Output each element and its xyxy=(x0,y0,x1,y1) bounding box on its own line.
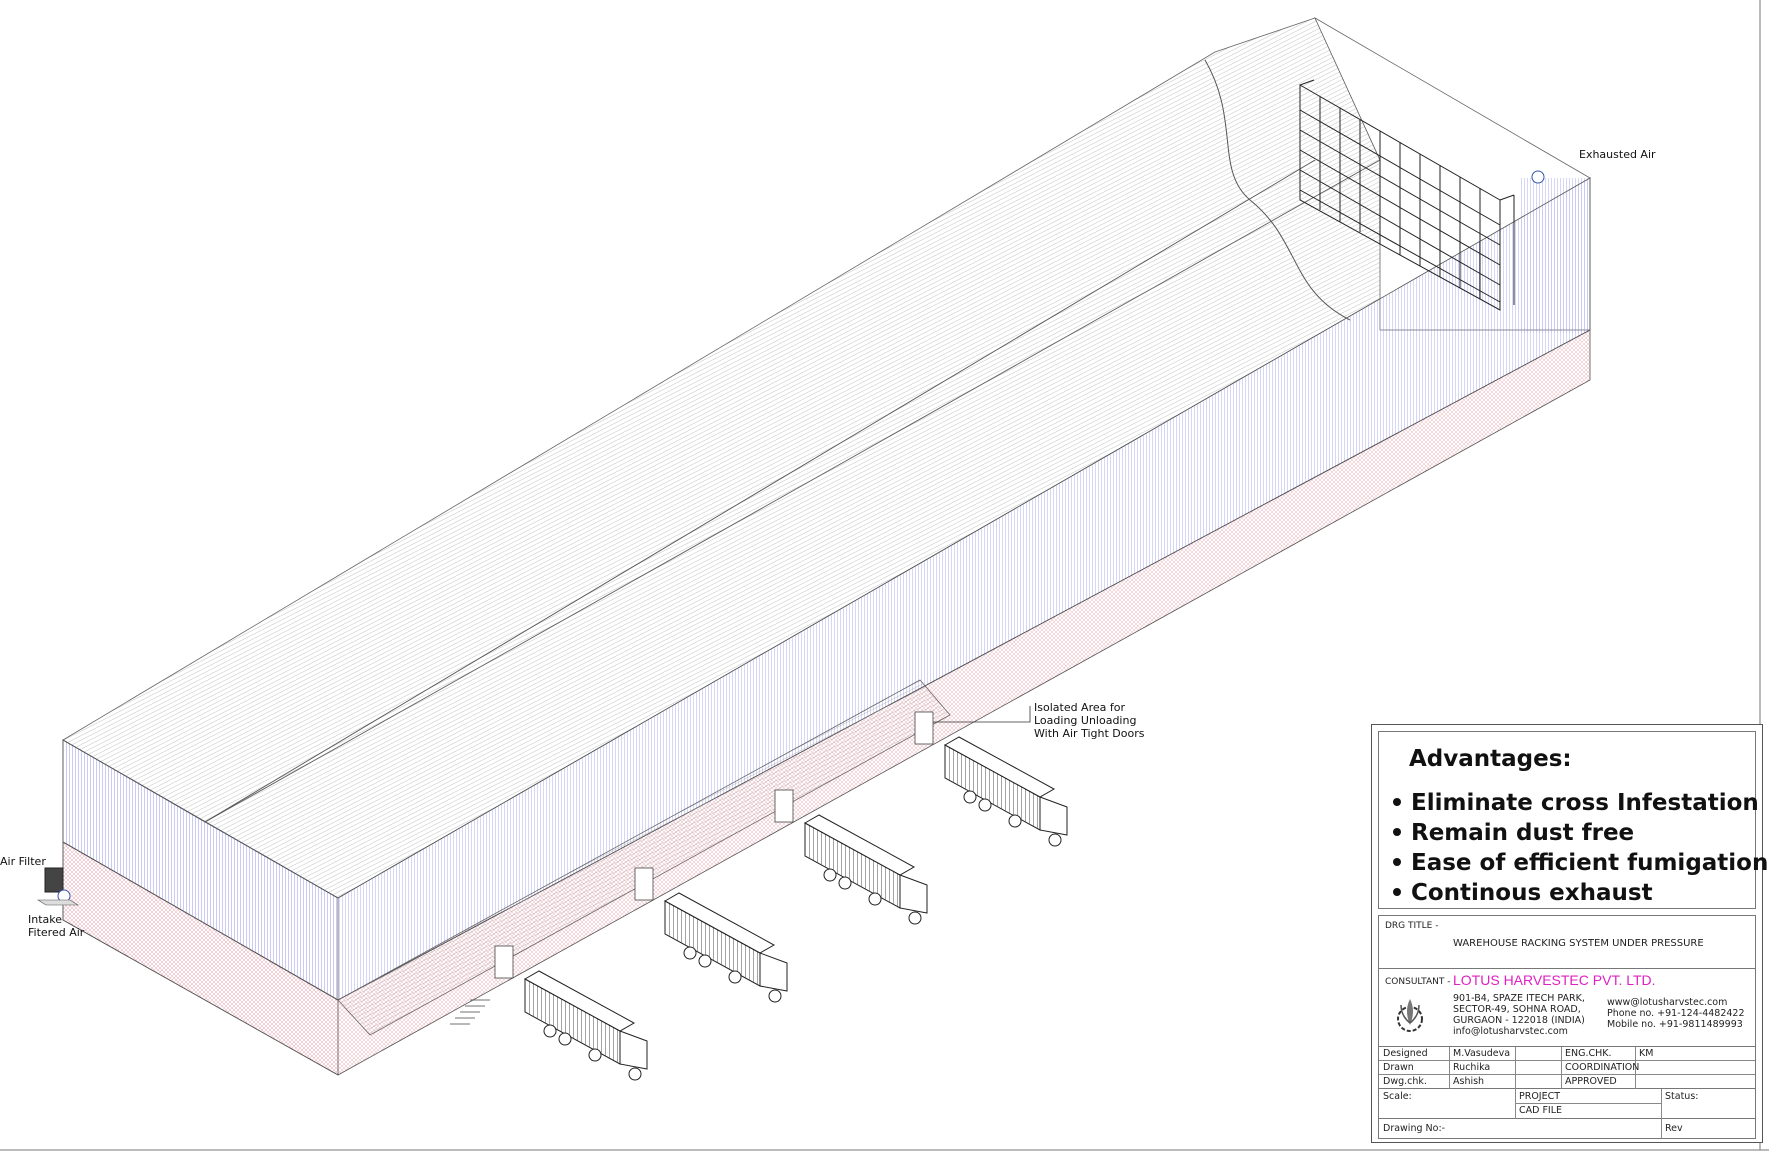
isolated-area-label-2: Loading Unloading xyxy=(1034,714,1137,727)
intake-label: Intake xyxy=(28,913,63,926)
truck xyxy=(523,970,648,1081)
exhausted-air-label: Exhausted Air xyxy=(1579,148,1656,161)
trucks xyxy=(523,736,1068,1081)
bullet-icon xyxy=(1393,827,1401,836)
bullet-icon xyxy=(1393,797,1401,806)
title-block: Advantages: Eliminate cross Infestation … xyxy=(1371,724,1768,1143)
truck xyxy=(803,814,928,925)
advantages-title: Advantages: xyxy=(1409,746,1572,772)
air-filter-label: Air Filter xyxy=(0,855,46,868)
drawing-number-row: Drawing No:- Rev xyxy=(1378,1119,1756,1139)
company-logo-icon xyxy=(1397,999,1423,1032)
bullet-icon xyxy=(1393,857,1401,866)
filtered-air-label: Fitered Air xyxy=(28,926,85,939)
cutaway-edge xyxy=(1204,59,1351,321)
advantage-item: Eliminate cross Infestation xyxy=(1393,788,1768,818)
company-name: LOTUS HARVESTEC PVT. LTD. xyxy=(1453,972,1656,988)
stairs xyxy=(450,999,490,1025)
advantage-item: Ease of efficient fumigation xyxy=(1393,848,1768,878)
exhaust-fan-icon xyxy=(1531,170,1545,184)
drawing-title: WAREHOUSE RACKING SYSTEM UNDER PRESSURE xyxy=(1453,938,1704,949)
advantages-list: Eliminate cross Infestation Remain dust … xyxy=(1393,788,1768,908)
scale-project-row: Scale: PROJECT CAD FILE Status: xyxy=(1378,1089,1756,1119)
isolated-area-label-1: Isolated Area for xyxy=(1034,701,1125,714)
truck xyxy=(663,892,788,1003)
air-tight-doors xyxy=(494,711,934,979)
loading-canopy xyxy=(337,679,951,1036)
air-filter-unit-icon xyxy=(36,867,80,906)
advantage-item: Continous exhaust xyxy=(1393,878,1768,908)
racking-system xyxy=(1299,79,1515,311)
truck xyxy=(943,736,1068,847)
bullet-icon xyxy=(1393,887,1401,896)
isolated-area-leader xyxy=(933,706,1031,723)
isolated-area-label-3: With Air Tight Doors xyxy=(1034,727,1145,740)
drg-title-row: DRG TITLE - WAREHOUSE RACKING SYSTEM UND… xyxy=(1378,915,1756,969)
advantage-item: Remain dust free xyxy=(1393,818,1768,848)
consultant-row: CONSULTANT - LOTUS HARVESTEC PVT. LTD. 9… xyxy=(1378,969,1756,1047)
personnel-table: Designed M.Vasudeva ENG.CHK. KM Drawn Ru… xyxy=(1378,1047,1756,1089)
advantages-box: Advantages: Eliminate cross Infestation … xyxy=(1378,731,1768,909)
